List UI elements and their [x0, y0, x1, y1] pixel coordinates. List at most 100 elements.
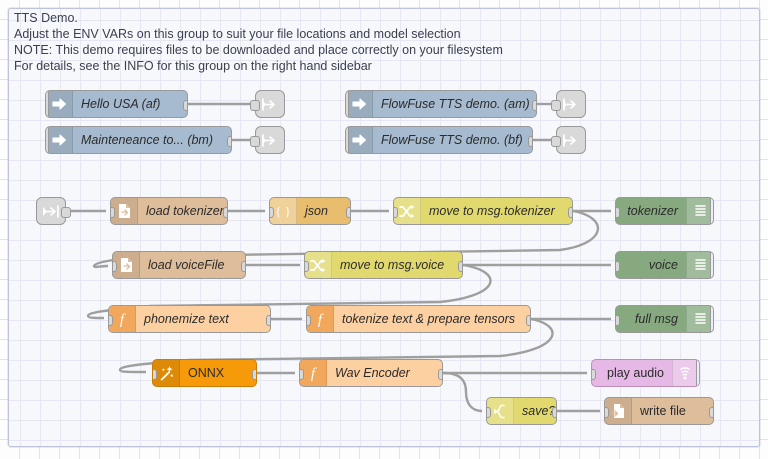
- node-label: ONNX: [188, 366, 225, 380]
- node-write-file[interactable]: write file: [604, 397, 714, 425]
- node-inject-maintenance[interactable]: Mainteneance to... (bm): [45, 126, 232, 154]
- input-port[interactable]: [250, 100, 260, 111]
- node-play-audio[interactable]: play audio: [591, 359, 700, 387]
- node-debug-tokenizer[interactable]: tokenizer: [615, 197, 714, 225]
- input-port[interactable]: [305, 261, 309, 272]
- output-port[interactable]: [227, 136, 231, 147]
- node-label: play audio: [607, 366, 664, 380]
- node-link-in-1[interactable]: [36, 197, 71, 225]
- node-tokenize-prepare-tensors[interactable]: f tokenize text & prepare tensors: [306, 305, 531, 333]
- node-link-out-2[interactable]: [250, 126, 285, 154]
- output-port[interactable]: [266, 315, 270, 326]
- output-port[interactable]: [61, 207, 71, 218]
- node-phonemize-text[interactable]: f phonemize text: [108, 305, 271, 333]
- output-port[interactable]: [528, 136, 532, 147]
- node-inject-flowfuse-am[interactable]: FlowFuse TTS demo. (am): [345, 90, 537, 118]
- speaker-icon: [672, 360, 699, 386]
- node-debug-full-msg[interactable]: full msg: [615, 305, 714, 333]
- node-link-out-3[interactable]: [551, 90, 586, 118]
- output-port[interactable]: [709, 407, 713, 418]
- input-port[interactable]: [616, 315, 620, 326]
- debug-enable-button[interactable]: [710, 252, 713, 278]
- debug-enable-button[interactable]: [710, 198, 713, 224]
- node-load-tokenizer[interactable]: load tokenizer: [110, 197, 228, 225]
- inject-trigger-button[interactable]: [346, 91, 349, 117]
- input-port[interactable]: [551, 100, 561, 111]
- debug-bars-icon: [686, 306, 713, 332]
- node-link-out-1[interactable]: [250, 90, 285, 118]
- node-move-to-msg-voice[interactable]: move to msg.voice: [304, 251, 463, 279]
- output-port[interactable]: [526, 315, 530, 326]
- node-save-switch[interactable]: save?: [486, 397, 557, 425]
- function-f-icon: f: [109, 306, 136, 332]
- input-port[interactable]: [109, 315, 113, 326]
- input-port[interactable]: [616, 207, 620, 218]
- input-port[interactable]: [487, 407, 491, 418]
- output-port[interactable]: [458, 261, 462, 272]
- inject-trigger-button[interactable]: [346, 127, 349, 153]
- input-port[interactable]: [113, 261, 117, 272]
- input-port[interactable]: [307, 315, 311, 326]
- output-port[interactable]: [223, 207, 227, 218]
- input-port[interactable]: [153, 369, 157, 380]
- input-port[interactable]: [111, 207, 115, 218]
- output-port[interactable]: [252, 369, 256, 380]
- node-label: phonemize text: [144, 312, 229, 326]
- file-write-icon: [605, 398, 632, 424]
- node-json[interactable]: { } json: [269, 197, 351, 225]
- node-onnx[interactable]: ONNX: [152, 359, 257, 387]
- input-port[interactable]: [551, 136, 561, 147]
- node-label: full msg: [634, 312, 678, 326]
- inject-arrow-icon: [46, 127, 73, 153]
- node-inject-flowfuse-bf[interactable]: FlowFuse TTS demo. (bf): [345, 126, 533, 154]
- input-port[interactable]: [592, 369, 596, 380]
- file-icon: [111, 198, 138, 224]
- output-port[interactable]: [241, 261, 245, 272]
- switch-icon: [487, 398, 514, 424]
- debug-bars-icon: [686, 198, 713, 224]
- input-port[interactable]: [270, 207, 274, 218]
- input-port[interactable]: [300, 369, 304, 380]
- node-label: tokenize text & prepare tensors: [342, 312, 516, 326]
- inject-trigger-button[interactable]: [46, 127, 49, 153]
- node-wav-encoder[interactable]: f Wav Encoder: [299, 359, 443, 387]
- function-f-icon: f: [300, 360, 327, 386]
- node-debug-voice[interactable]: voice: [615, 251, 714, 279]
- output-port[interactable]: [568, 207, 572, 218]
- node-inject-hello-usa[interactable]: Hello USA (af): [45, 90, 188, 118]
- input-port[interactable]: [250, 136, 260, 147]
- inject-arrow-icon: [346, 127, 373, 153]
- output-port[interactable]: [438, 369, 442, 380]
- output-port[interactable]: [183, 100, 187, 111]
- output-port[interactable]: [346, 207, 350, 218]
- node-label: json: [305, 204, 328, 218]
- node-label: FlowFuse TTS demo. (bf): [381, 133, 523, 147]
- node-link-out-4[interactable]: [551, 126, 586, 154]
- node-move-to-msg-tokenizer[interactable]: move to msg.tokenizer: [393, 197, 573, 225]
- shuffle-icon: [394, 198, 421, 224]
- debug-enable-button[interactable]: [710, 306, 713, 332]
- svg-text:f: f: [318, 312, 324, 327]
- inject-arrow-icon: [346, 91, 373, 117]
- inject-trigger-button[interactable]: [46, 91, 49, 117]
- output-port[interactable]: [532, 100, 536, 111]
- node-label: load tokenizer: [146, 204, 224, 218]
- node-label: load voiceFile: [148, 258, 225, 272]
- node-label: FlowFuse TTS demo. (am): [381, 97, 530, 111]
- input-port[interactable]: [605, 407, 609, 418]
- svg-text:f: f: [120, 312, 126, 327]
- node-label: voice: [648, 258, 678, 272]
- node-label: move to msg.voice: [340, 258, 445, 272]
- inject-arrow-icon: [46, 91, 73, 117]
- input-port[interactable]: [616, 261, 620, 272]
- svg-text:{ }: { }: [275, 204, 291, 219]
- group-description-text: TTS Demo. Adjust the ENV VARs on this gr…: [14, 11, 503, 73]
- audio-play-button[interactable]: [696, 360, 699, 386]
- node-load-voicefile[interactable]: load voiceFile: [112, 251, 246, 279]
- magic-wand-icon: [153, 360, 180, 386]
- output-port[interactable]: [552, 407, 556, 418]
- node-label: save?: [522, 404, 556, 418]
- input-port[interactable]: [394, 207, 398, 218]
- shuffle-icon: [305, 252, 332, 278]
